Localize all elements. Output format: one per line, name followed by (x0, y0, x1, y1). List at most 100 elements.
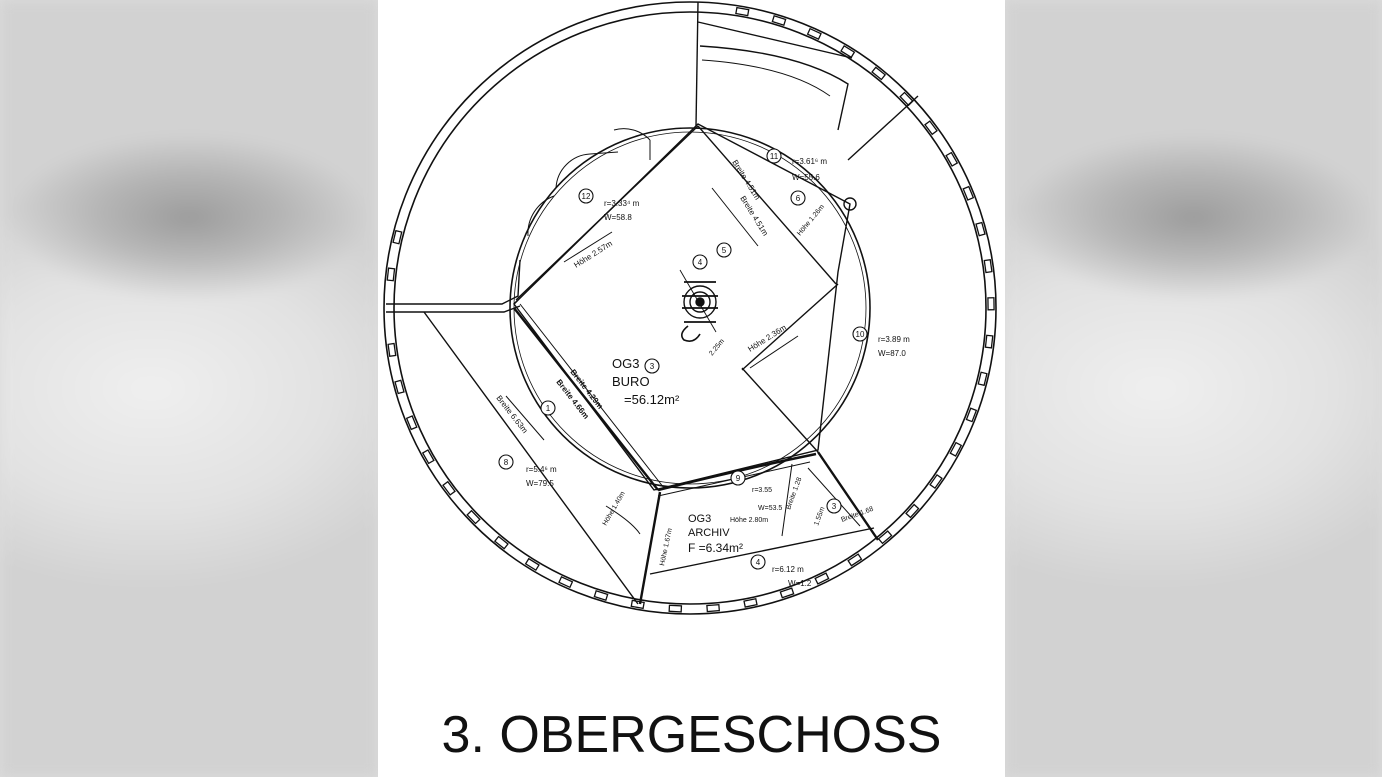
office-area: =56.12m² (624, 392, 680, 407)
west-wall-inner (386, 305, 521, 313)
archive-area: F =6.34m² (688, 541, 743, 555)
room-marker-number: 3 (650, 362, 655, 371)
window (945, 151, 959, 167)
archive-east-wall (817, 451, 879, 541)
room-marker-circle (644, 358, 660, 374)
angle-588: W=58.8 (604, 213, 632, 222)
stair-wall-west (695, 1, 699, 127)
window (394, 379, 405, 395)
office-nw-edge (515, 125, 699, 301)
dim-hoehe-167: Höhe 1.67m (659, 527, 674, 566)
room-marker-circle (578, 188, 594, 204)
dim-225: 2.25m (708, 338, 726, 358)
blurred-background-right (1005, 0, 1382, 777)
archive-code: OG3 (688, 513, 711, 525)
room-marker-number: 5 (722, 246, 727, 255)
room-marker-circle (750, 554, 766, 570)
dim-hoehe-236: Höhe 2.36m (746, 323, 788, 354)
window (779, 587, 795, 599)
blurred-background-left (0, 0, 378, 777)
room-marker-number: 12 (582, 192, 591, 201)
radius-389: r=3.89 m (878, 335, 910, 344)
window (965, 407, 978, 423)
window (387, 342, 397, 357)
window (466, 509, 481, 525)
dim-155: 1.55m (813, 506, 826, 527)
spiral-staircase (679, 269, 718, 342)
window (806, 27, 822, 40)
room-marker-number: 3 (832, 502, 837, 511)
room-marker-number: 11 (770, 152, 779, 161)
room-marker-circle (766, 148, 782, 164)
angle-112: W=1.2 (788, 579, 812, 588)
archive-angle: W=53.5 (758, 505, 782, 512)
window (962, 185, 975, 201)
floor-title: 3. OBERGESCHOSS (441, 706, 942, 764)
window (558, 576, 574, 589)
window (929, 473, 943, 490)
stair-wall-east (847, 95, 919, 161)
room-marker-number: 4 (698, 258, 703, 267)
room-marker-circle (790, 190, 806, 206)
archive-name: ARCHIV (688, 527, 730, 539)
window (735, 6, 750, 17)
window (392, 229, 403, 245)
window (987, 297, 995, 311)
radius-612: r=6.12 m (772, 565, 804, 574)
office-name: BURO (612, 374, 650, 389)
door-swing-2 (527, 195, 555, 237)
room-marker-circle (716, 242, 732, 258)
outer-windows (386, 6, 995, 613)
room-marker-number: 6 (796, 194, 801, 203)
window (771, 15, 787, 26)
archive-south-line (649, 527, 875, 575)
radius-361: r=3.61⁶ m (792, 157, 827, 166)
room-marker-circle (852, 326, 868, 342)
office-ne-edge (697, 125, 837, 285)
window (877, 530, 893, 545)
room-marker-circle (692, 254, 708, 270)
radius-333: r=3.33⁴ m (604, 199, 640, 208)
room-marker-number: 8 (504, 458, 509, 467)
window (421, 449, 435, 465)
door-swing-1 (555, 153, 591, 189)
room-marker-circle (826, 498, 842, 514)
window (871, 66, 887, 81)
window (814, 572, 830, 585)
window (975, 221, 986, 237)
outer-wall-outer (383, 1, 997, 615)
window (840, 45, 856, 59)
window (905, 503, 920, 519)
window (743, 597, 758, 608)
window (630, 599, 645, 610)
stair-run-inner (701, 59, 831, 97)
angle-795: W=79.5 (526, 479, 554, 488)
room-marker-number: 4 (756, 558, 761, 567)
angle-870: W=87.0 (878, 349, 906, 358)
stair-wall-top (697, 21, 853, 59)
window (847, 553, 863, 567)
door-swing-3 (613, 128, 651, 141)
window (977, 371, 988, 387)
room-marker-circle (730, 470, 746, 486)
partition-west (513, 307, 659, 491)
room-marker-number: 1 (546, 404, 551, 413)
dim-hoehe-280: Höhe 2.80m (730, 517, 768, 524)
office-se-edge (741, 367, 819, 453)
window (706, 603, 721, 613)
west-wall (386, 259, 521, 305)
archive-radius: r=3.55 (752, 487, 772, 494)
column (843, 197, 857, 211)
inner-core-wall (509, 127, 871, 489)
window (442, 480, 456, 496)
angle-556: W=55.6 (792, 173, 820, 182)
window (668, 604, 683, 613)
window (386, 267, 396, 282)
dim-hoehe-140: Höhe 1.40m (602, 490, 627, 527)
window (405, 415, 418, 431)
radius-54: r=5.4⁶ m (526, 465, 557, 474)
room-marker-circle (498, 454, 514, 470)
room-marker-number: 9 (736, 474, 741, 483)
room-marker-circle (540, 400, 556, 416)
